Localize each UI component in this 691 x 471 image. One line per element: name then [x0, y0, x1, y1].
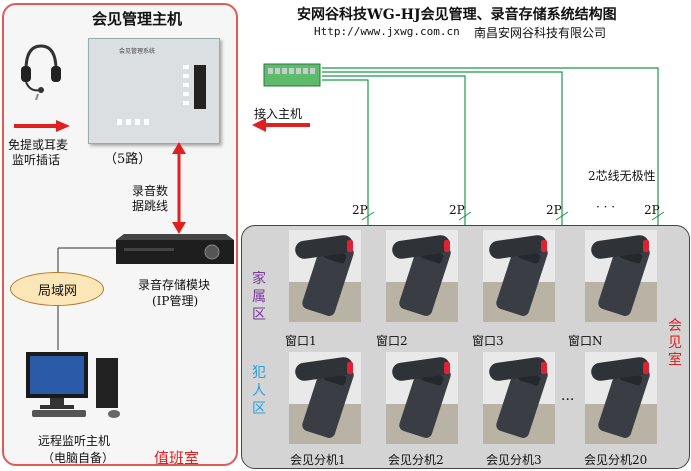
extension-ellipsis: ··· — [561, 392, 575, 408]
extension-label-1: 会见分机1 — [290, 453, 346, 467]
inmate-phone-2 — [386, 352, 458, 444]
family-phone-n — [585, 230, 657, 322]
wire-note: 2芯线无极性 — [588, 169, 656, 183]
family-zone-char-2: 属 — [252, 289, 266, 305]
headset-icon — [21, 44, 61, 100]
window-label-n: 窗口N — [568, 334, 603, 348]
pair-label-3: 2P — [546, 203, 562, 217]
inmate-zone: 犯 人 区 — [252, 364, 266, 418]
recorder-label-1: 录音存储模块 — [138, 278, 211, 292]
extension-label-3: 会见分机3 — [486, 453, 542, 467]
inmate-zone-char-1: 犯 — [252, 365, 266, 381]
pair-label-1: 2P — [352, 203, 368, 217]
window-label-3: 窗口3 — [472, 334, 504, 348]
recorder-label-2: (IP管理) — [152, 294, 199, 308]
lan-label: 局域网 — [38, 284, 78, 299]
jumper-arrow-icon — [172, 142, 186, 234]
family-zone-char-3: 区 — [252, 307, 266, 323]
family-phone-3 — [483, 230, 555, 322]
extension-label-2: 会见分机2 — [388, 453, 444, 467]
terminal-block-icon — [263, 63, 321, 87]
arrow-right-icon — [14, 120, 70, 132]
headset-label-1: 免提或耳麦 — [8, 138, 69, 152]
duty-room-label: 值班室 — [154, 449, 200, 467]
inmate-zone-char-2: 人 — [252, 383, 266, 399]
meeting-room-char-3: 室 — [668, 352, 682, 368]
family-phone-1 — [289, 230, 361, 322]
headset-label-2: 监听插话 — [12, 153, 61, 167]
inmate-phone-3 — [483, 352, 555, 444]
host-display — [194, 65, 206, 109]
host-buttons — [117, 119, 153, 125]
website: Http://www.jxwg.com.cn — [314, 25, 460, 38]
recorder-device — [116, 234, 234, 264]
host-leds — [183, 65, 189, 109]
meeting-room-label: 会 见 室 — [668, 318, 682, 369]
arrow-left-icon — [252, 118, 310, 132]
pair-label-4: 2P — [644, 203, 660, 217]
lan-ellipse — [10, 272, 104, 306]
family-zone: 家 属 区 — [252, 270, 266, 324]
host-panel-label: 会见管理系统 — [119, 48, 156, 55]
host-title: 会见管理主机 — [92, 10, 183, 28]
inmate-phone-1 — [289, 352, 361, 444]
top-dots: · · · — [596, 200, 616, 214]
family-phone-2 — [386, 230, 458, 322]
window-label-2: 窗口2 — [376, 334, 408, 348]
inmate-zone-char-3: 区 — [252, 401, 266, 417]
extension-label-20: 会见分机20 — [584, 453, 648, 467]
page-title: 安网谷科技WG-HJ会见管理、录音存储系统结构图 — [297, 7, 617, 23]
connect-host-label: 接入主机 — [254, 107, 303, 121]
computer-icon — [26, 352, 120, 418]
family-zone-char-1: 家 — [252, 271, 266, 287]
inmate-phone-20 — [585, 352, 657, 444]
monitor-label-1: 远程监听主机 — [38, 434, 111, 448]
meeting-room-char-2: 见 — [668, 335, 682, 351]
host-device: 会见管理系统 — [88, 38, 220, 144]
pair-label-2: 2P — [449, 203, 465, 217]
window-label-1: 窗口1 — [285, 334, 317, 348]
lan-lines — [57, 247, 116, 350]
jumper-label-1: 录音数 — [132, 184, 169, 198]
company: 南昌安网谷科技有限公司 — [474, 26, 607, 40]
host-channels: （5路） — [104, 152, 152, 167]
jumper-label-2: 据跳线 — [132, 199, 169, 213]
monitor-label-2: （电脑自备） — [42, 451, 115, 465]
meeting-room-char-1: 会 — [668, 318, 682, 334]
